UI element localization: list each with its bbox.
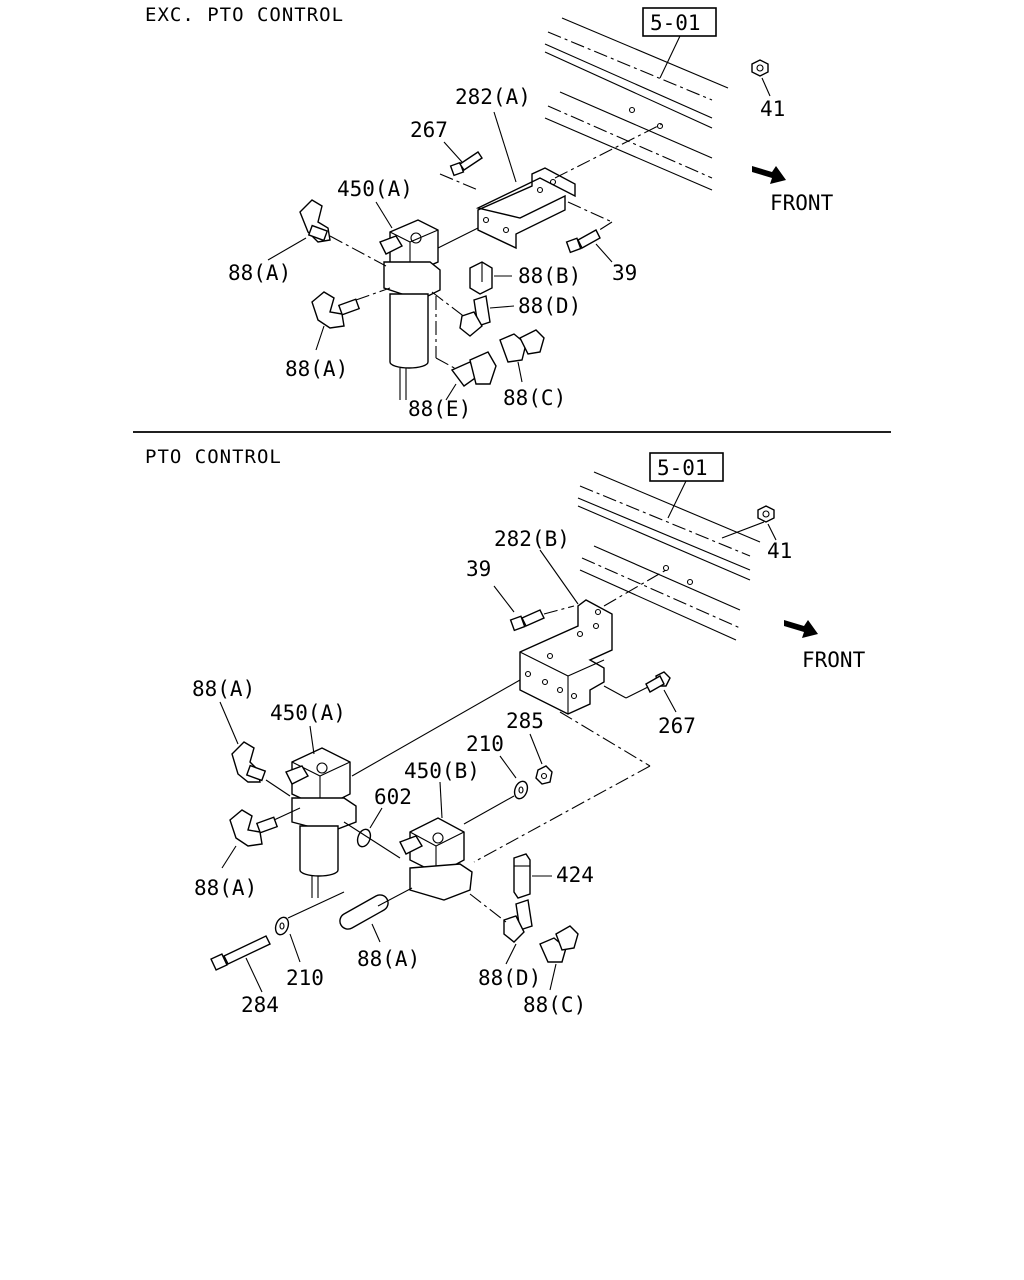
callout-88c-bottom: 88(C)	[523, 993, 586, 1017]
washer-210-upper-icon	[513, 780, 529, 800]
callout-210-lower: 210	[286, 966, 324, 990]
top-reference-leader	[659, 35, 681, 79]
solenoid-valve-450b	[399, 817, 473, 901]
spacer-424-icon	[513, 853, 531, 899]
leader-450a-bottom	[309, 725, 315, 755]
callout-602: 602	[374, 785, 412, 809]
nut-41-bottom-icon	[757, 505, 775, 523]
leader-450a	[375, 201, 393, 229]
callout-210-upper: 210	[466, 732, 504, 756]
leader-282a	[493, 111, 517, 183]
fitting-88a-lower-icon	[311, 291, 361, 329]
leader-88d	[489, 305, 515, 309]
bottom-reference-box[interactable]: 5-01	[649, 452, 724, 482]
bottom-reference-leader	[667, 480, 687, 519]
leader-39-bottom	[493, 585, 515, 613]
fitting-88e-icon	[450, 351, 497, 387]
solenoid-valve-450a	[379, 219, 441, 400]
bottom-reference-label: 5-01	[657, 456, 708, 480]
leader-88e	[445, 383, 457, 401]
callout-282a: 282(A)	[455, 85, 531, 109]
callout-88a-upper: 88(A)	[228, 261, 291, 285]
leader-284	[245, 957, 263, 993]
callout-267: 267	[410, 118, 448, 142]
leader-267	[443, 141, 463, 163]
bolt-39-bottom-icon	[509, 609, 545, 632]
bolt-39-icon	[565, 229, 601, 254]
top-section: EXC. PTO CONTROL 5-01 41	[145, 4, 834, 421]
callout-88a-lower-bottom: 88(A)	[357, 947, 420, 971]
leader-210-lower	[289, 933, 301, 963]
bolt-267-bottom-icon	[645, 671, 671, 693]
callout-282b: 282(B)	[494, 527, 570, 551]
top-frame-rail	[544, 17, 729, 191]
leader-88a-mid-bottom	[221, 845, 237, 869]
fitting-88a-lower-bottom-icon	[339, 894, 389, 930]
bracket-282a	[475, 167, 576, 250]
leader-41	[761, 77, 771, 97]
callout-284: 284	[241, 993, 279, 1017]
leader-282b	[539, 549, 579, 605]
leader-88d-bottom	[505, 943, 517, 965]
callout-88c: 88(C)	[503, 386, 566, 410]
callout-88e: 88(E)	[408, 397, 471, 421]
callout-88a-lower: 88(A)	[285, 357, 348, 381]
callout-285: 285	[506, 709, 544, 733]
leader-210-upper	[499, 755, 517, 779]
bottom-front-label: FRONT	[802, 648, 866, 672]
callout-88d: 88(D)	[518, 294, 581, 318]
leader-39	[595, 243, 613, 263]
leader-450b	[439, 781, 443, 819]
front-arrow-icon	[752, 166, 786, 184]
leader-88a-upper	[267, 237, 307, 261]
bolt-284-icon	[210, 935, 271, 971]
callout-450b: 450(B)	[404, 759, 480, 783]
fitting-88c-icon	[499, 329, 545, 363]
o-ring-602-icon	[356, 828, 372, 848]
top-reference-label: 5-01	[650, 11, 701, 35]
leader-88a-upper-bottom	[219, 701, 239, 745]
leader-267-bottom	[663, 689, 677, 713]
fitting-88a-upper-icon	[299, 199, 331, 243]
callout-450a-bottom: 450(A)	[270, 701, 346, 725]
bottom-section: PTO CONTROL 5-01 41	[145, 446, 866, 1017]
leader-285	[529, 733, 543, 765]
fitting-88d-icon	[459, 295, 491, 337]
callout-39-bottom: 39	[466, 557, 491, 581]
callout-88a-upper-bottom: 88(A)	[192, 677, 255, 701]
top-front-label: FRONT	[770, 191, 834, 215]
bottom-frame-rail	[577, 471, 761, 641]
callout-88d-bottom: 88(D)	[478, 966, 541, 990]
solenoid-valve-450a-bottom	[285, 747, 357, 898]
fitting-88a-upper-bottom-icon	[231, 741, 267, 783]
callout-39: 39	[612, 261, 637, 285]
leader-41-bottom	[767, 523, 777, 541]
fitting-88a-mid-bottom-icon	[229, 809, 279, 847]
nut-41-icon	[751, 59, 769, 77]
top-reference-box[interactable]: 5-01	[642, 7, 717, 37]
nut-285-icon	[535, 765, 553, 785]
fitting-88d-bottom-icon	[503, 899, 533, 943]
washer-210-lower-icon	[274, 916, 290, 936]
front-arrow-bottom-icon	[784, 620, 818, 638]
leader-88c	[517, 361, 523, 383]
leader-88a-lower-bottom	[371, 923, 381, 943]
callout-41: 41	[760, 97, 785, 121]
callout-88a-mid-bottom: 88(A)	[194, 876, 257, 900]
leader-88a-lower	[315, 325, 325, 351]
callout-41-bottom: 41	[767, 539, 792, 563]
leader-602	[369, 807, 383, 829]
fitting-88b-icon	[469, 261, 493, 295]
bottom-section-title: PTO CONTROL	[145, 446, 282, 468]
callout-88b: 88(B)	[518, 264, 581, 288]
callout-267-bottom: 267	[658, 714, 696, 738]
bolt-267-icon	[449, 151, 483, 177]
top-section-title: EXC. PTO CONTROL	[145, 4, 344, 26]
bracket-282b	[519, 599, 613, 715]
leader-88c-bottom	[549, 963, 557, 991]
fitting-88c-bottom-icon	[539, 925, 579, 963]
callout-450a: 450(A)	[337, 177, 413, 201]
callout-424: 424	[556, 863, 594, 887]
